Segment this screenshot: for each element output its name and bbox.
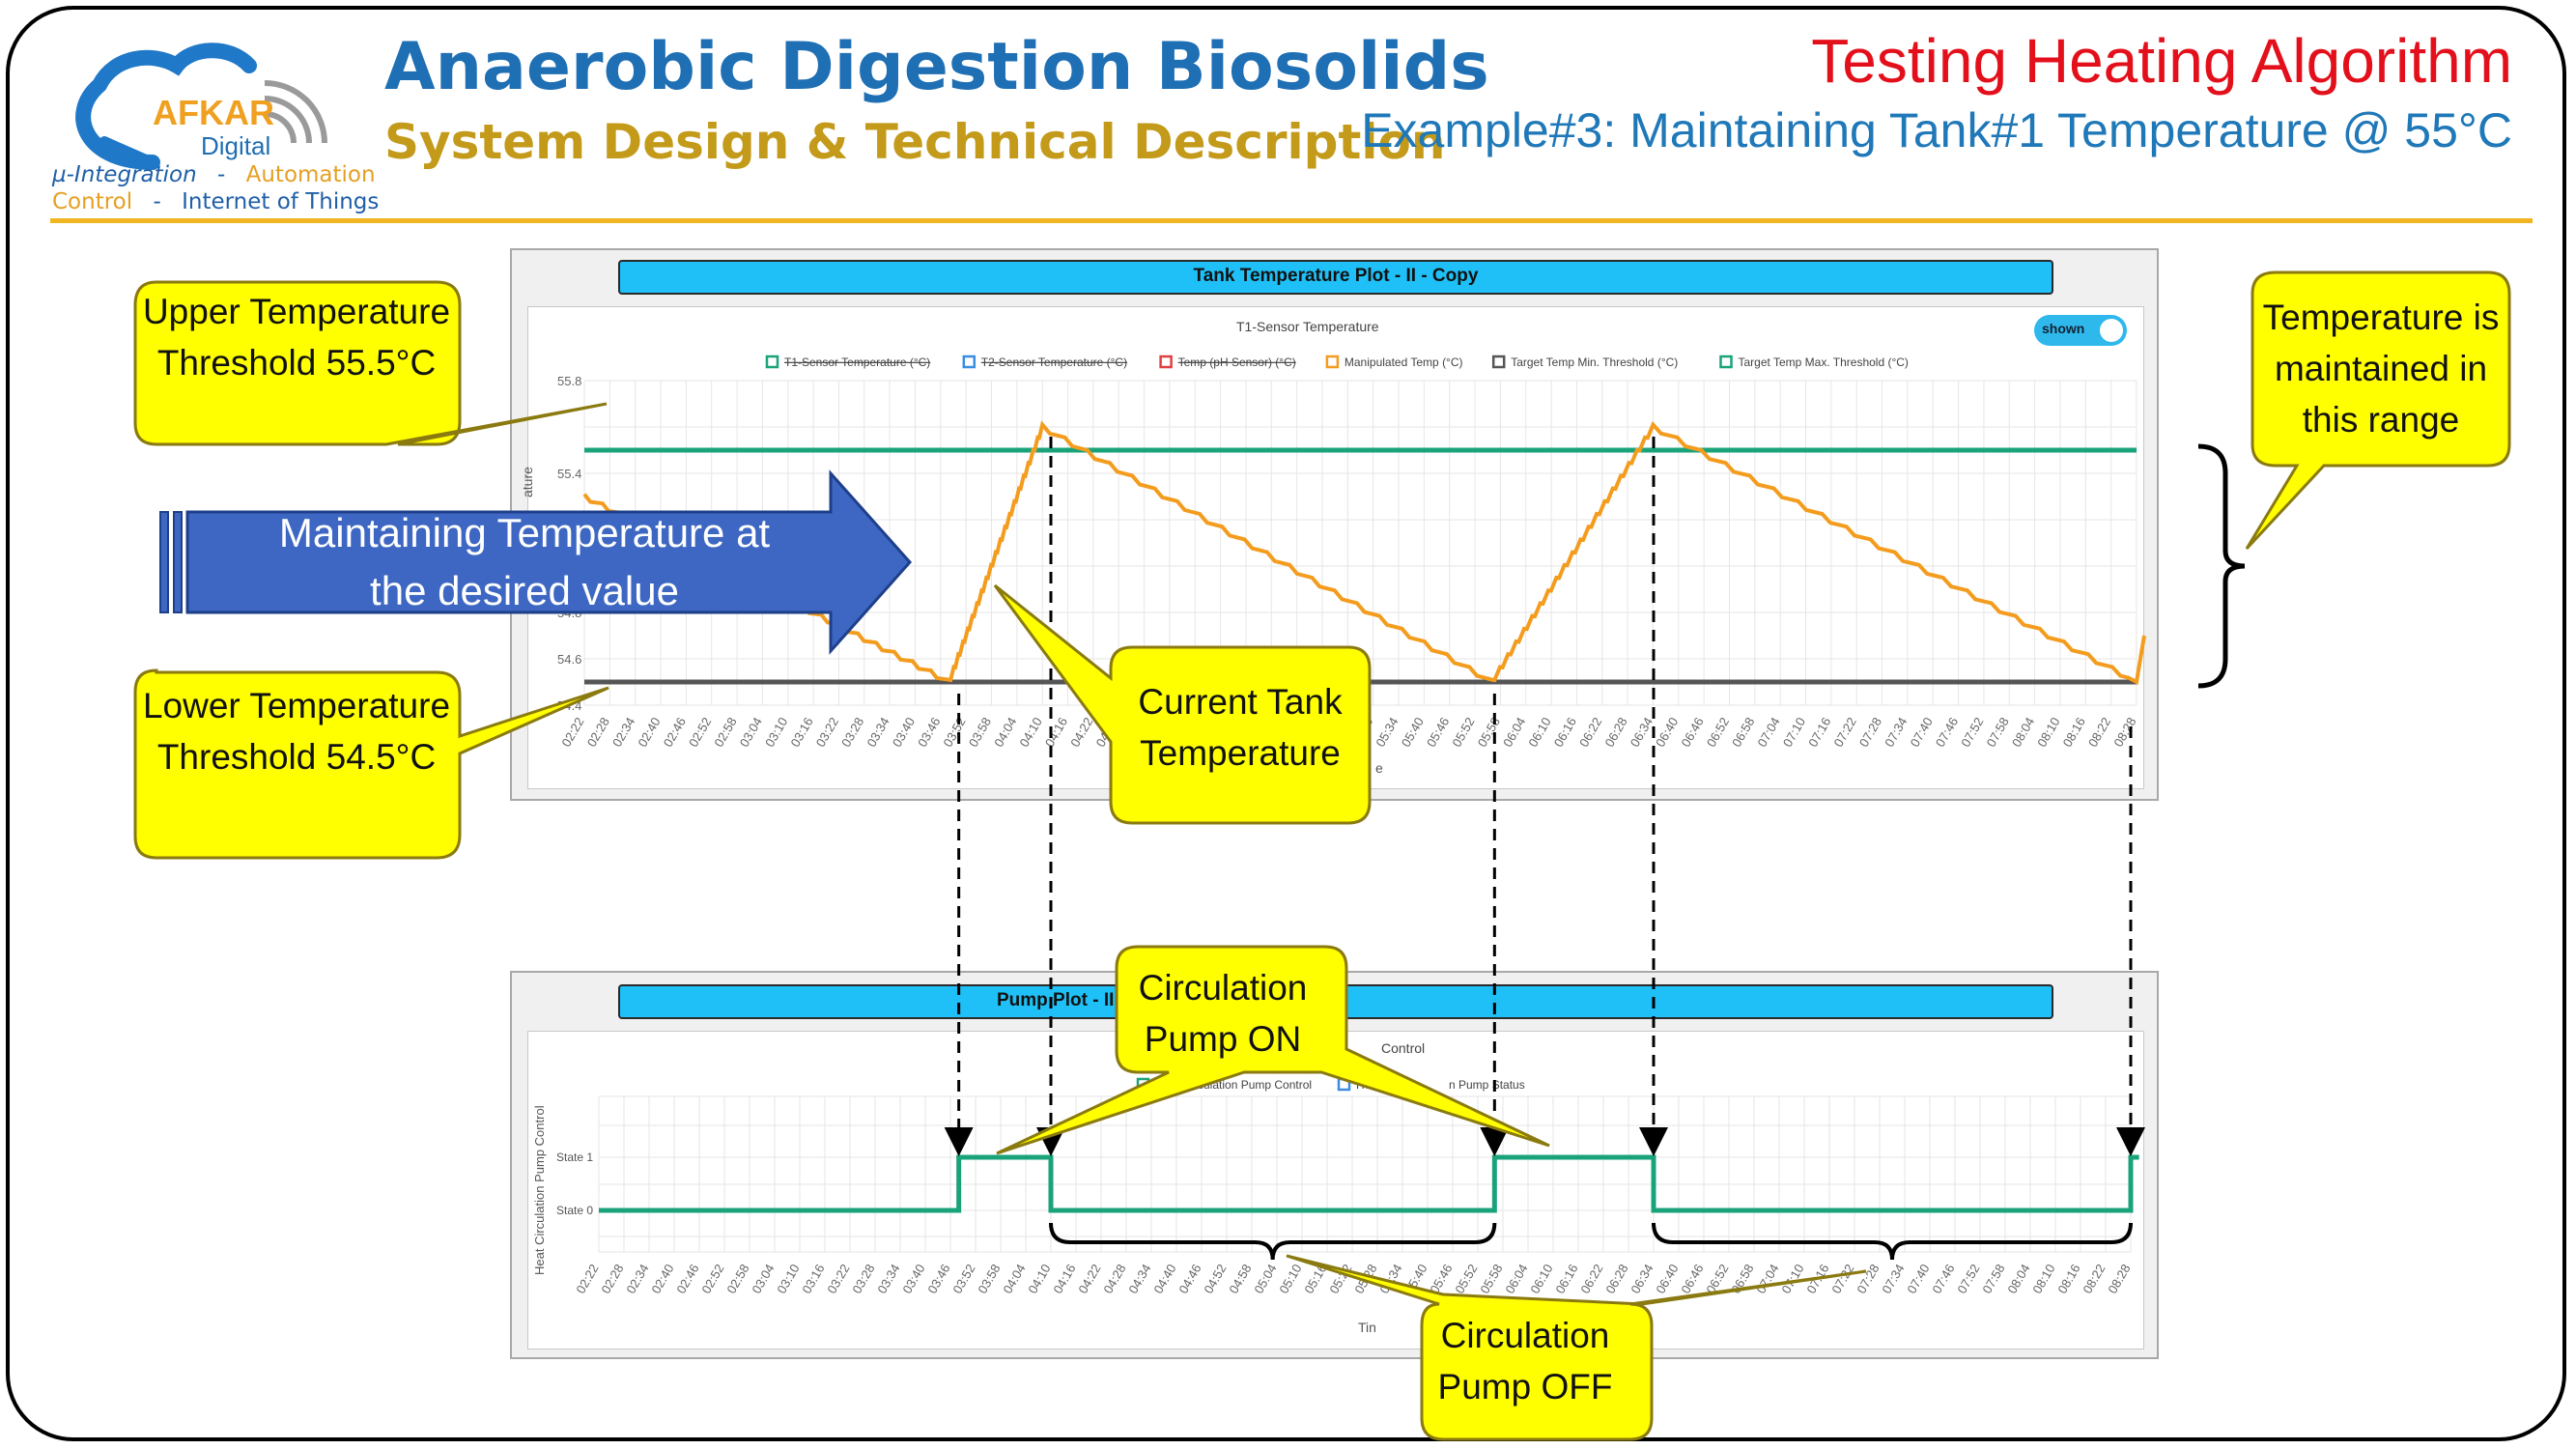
temp-plot-title-bar[interactable]: Tank Temperature Plot - II - Copy (618, 260, 2053, 295)
pump-control-line (599, 1154, 2139, 1213)
logo-tagline-2b: - (153, 189, 161, 214)
legend-item: Temp (pH Sensor) (°C) (1178, 355, 1296, 369)
logo-tagline-1b: - (216, 162, 226, 187)
logo-tagline-1c: Automation (245, 162, 376, 187)
legend-swatch (962, 355, 977, 369)
pump-y-tick-state0: State 0 (556, 1204, 593, 1217)
legend-item: Target Temp Max. Threshold (°C) (1739, 355, 1909, 369)
pump-xlabel: Tin (1358, 1320, 1376, 1335)
temp-chart-title: T1-Sensor Temperature (1236, 319, 1379, 334)
arrow-text: Maintaining Temperature at the desired v… (278, 510, 771, 613)
logo-tagline-1a: µ-Integration (52, 162, 197, 187)
logo-cloud-icon (75, 43, 327, 170)
temp-y-tick-label: 54.6 (557, 652, 581, 667)
pump-off-callout: Circulation Pump OFF (1437, 1316, 1613, 1406)
current-temp-callout: Current Tank Temperature (1138, 682, 1343, 773)
temp-xlabel: e (1375, 760, 1383, 776)
afkar-logo: AFKAR Digital (46, 27, 355, 220)
legend-swatch (1159, 355, 1173, 369)
toggle-knob (2100, 319, 2123, 342)
shown-toggle[interactable]: shown (2034, 315, 2127, 346)
range-callout: Temperature is maintained in this range (2262, 298, 2500, 440)
logo-tagline-2c: Internet of Things (182, 189, 380, 214)
legend-item: Manipulated Temp (°C) (1345, 355, 1463, 369)
legend-swatch (1325, 355, 1340, 369)
logo-tagline-1: µ-Integration - Automation (52, 162, 376, 187)
header-divider (50, 218, 2533, 223)
legend-swatch (765, 355, 779, 369)
pump-chart-area (527, 1031, 2144, 1350)
legend-swatch (1491, 355, 1506, 369)
lower-threshold-callout: Lower Temperature Threshold 54.5°C (142, 686, 451, 777)
range-brace (2197, 443, 2246, 689)
temp-y-tick-label: 55.4 (557, 467, 581, 481)
legend-swatch (1719, 355, 1733, 369)
shown-toggle-label: shown (2042, 321, 2085, 336)
pump-legend-item-3: n Pump Status (1449, 1078, 1525, 1092)
pump-chart-title: Control (1381, 1040, 1426, 1056)
right-subtitle: Example#3: Maintaining Tank#1 Temperatur… (1361, 103, 2512, 157)
page-title: Anaerobic Digestion Biosolids (384, 29, 1489, 105)
pump-on-callout: Circulation Pump ON (1138, 968, 1308, 1059)
logo-tagline-2: Control - Internet of Things (52, 189, 379, 214)
pump-off-brace-1 (1049, 1222, 1497, 1261)
right-title: Testing Heating Algorithm (1811, 26, 2512, 96)
pump-y-tick-state1: State 1 (556, 1151, 593, 1164)
page-subtitle: System Design & Technical Description (384, 114, 1446, 170)
legend-item: T1-Sensor Temperature (°C) (784, 355, 930, 369)
blue-arrow-icon (159, 469, 913, 655)
pump-plot-panel: Pump Plot - II (510, 971, 2159, 1359)
slide-frame (6, 6, 2566, 1441)
temp-y-tick-label: 55.8 (557, 374, 581, 388)
legend-item: T2-Sensor Temperature (°C) (981, 355, 1127, 369)
logo-brand: AFKAR (153, 93, 274, 132)
manipulated-temp-line (582, 420, 2146, 686)
pump-plot-title-text: Pump Plot - II (997, 990, 1115, 1010)
pump-off-brace-2 (1652, 1222, 2133, 1261)
logo-tagline-2a: Control (52, 189, 133, 214)
upper-threshold-callout: Upper Temperature Threshold 55.5°C (142, 292, 451, 383)
logo-brand2: Digital (201, 131, 271, 160)
legend-item: Target Temp Min. Threshold (°C) (1511, 355, 1678, 369)
